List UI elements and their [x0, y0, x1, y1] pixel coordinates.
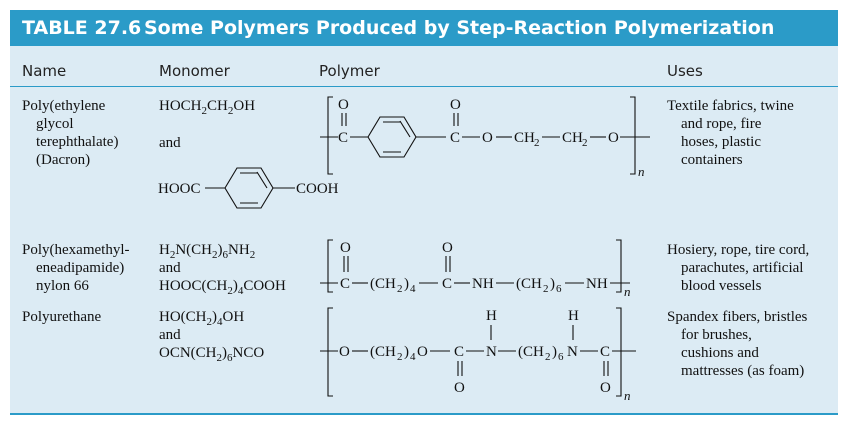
column-header-monomer: Monomer	[159, 62, 230, 80]
row-3-uses-line: for brushes,	[681, 327, 752, 343]
row-2-name: Poly(hexamethyl- eneadipamide) nylon 66	[22, 241, 129, 295]
row-3-monomer-and: and	[159, 327, 181, 343]
row-3-name-line: Polyurethane	[22, 309, 102, 325]
svg-text:): )	[552, 344, 557, 360]
monomer-cooh-label: COOH	[296, 181, 339, 197]
table-number: TABLE 27.6	[22, 17, 142, 39]
nylon-66-polymer-structure: O C (CH 2 ) 4 O C NH (CH 2 ) 6 NH n	[320, 239, 631, 299]
svg-text:CH: CH	[514, 130, 535, 146]
svg-text:CH: CH	[562, 130, 583, 146]
svg-text:O: O	[608, 130, 619, 146]
svg-text:O: O	[340, 240, 351, 256]
table-body	[10, 46, 838, 414]
row-1-uses-line: and rope, fire	[681, 116, 762, 132]
svg-text:O: O	[482, 130, 493, 146]
svg-text:NH: NH	[586, 276, 608, 292]
dacron-polymer-structure: O C O C O CH 2 CH 2 O n	[320, 96, 650, 179]
row-2-monomer-2: HOOC(CH2)4COOH	[159, 278, 286, 297]
column-header-polymer: Polymer	[319, 62, 380, 80]
svg-text:C: C	[338, 130, 348, 146]
svg-text:): )	[404, 344, 409, 360]
svg-text:2: 2	[545, 351, 551, 363]
svg-text:(CH: (CH	[370, 344, 396, 360]
svg-text:C: C	[600, 344, 610, 360]
svg-text:(CH: (CH	[370, 276, 396, 292]
svg-text:H: H	[486, 308, 497, 324]
header-rule	[10, 86, 838, 87]
svg-text:O: O	[338, 97, 349, 113]
row-2-monomer-and: and	[159, 260, 181, 276]
row-2-name-line: nylon 66	[36, 278, 89, 294]
svg-text:): )	[404, 276, 409, 292]
row-1-uses-line: hoses, plastic	[681, 134, 761, 150]
svg-text:6: 6	[556, 283, 562, 295]
row-3-name: Polyurethane	[22, 308, 101, 326]
row-1-name-line: glycol	[36, 116, 74, 132]
bottom-rule	[10, 413, 838, 415]
table-title: Some Polymers Produced by Step-Reaction …	[144, 17, 775, 39]
row-1-name-line: (Dacron)	[36, 152, 91, 168]
row-1-uses-line: Textile fabrics, twine	[667, 98, 794, 114]
svg-text:2: 2	[543, 283, 549, 295]
row-1-uses: Textile fabrics, twine and rope, fire ho…	[667, 97, 794, 169]
svg-text:H: H	[568, 308, 579, 324]
svg-text:N: N	[486, 344, 497, 360]
row-3-uses-line: cushions and	[681, 345, 759, 361]
svg-text:): )	[550, 276, 555, 292]
row-2-monomer-1: H2N(CH2)6NH2	[159, 242, 256, 261]
column-header-name: Name	[22, 62, 67, 80]
row-3-monomer-2: OCN(CH2)6NCO	[159, 345, 265, 364]
svg-text:O: O	[454, 380, 465, 396]
svg-text:N: N	[567, 344, 578, 360]
svg-text:O: O	[417, 344, 428, 360]
row-2-uses-line: parachutes, artificial	[681, 260, 804, 276]
svg-text:O: O	[450, 97, 461, 113]
benzene-ring-icon	[367, 116, 417, 158]
svg-text:O: O	[339, 344, 350, 360]
column-header-uses: Uses	[667, 62, 703, 80]
svg-text:2: 2	[582, 137, 588, 149]
row-1-monomer-and: and	[159, 135, 181, 151]
svg-text:2: 2	[397, 283, 403, 295]
svg-text:2: 2	[397, 351, 403, 363]
row-2-name-line: eneadipamide)	[36, 260, 125, 276]
row-2-uses: Hosiery, rope, tire cord, parachutes, ar…	[667, 241, 809, 295]
svg-text:2: 2	[534, 137, 540, 149]
svg-text:(CH: (CH	[516, 276, 542, 292]
row-1-name-line: terephthalate)	[36, 134, 119, 150]
svg-text:C: C	[442, 276, 452, 292]
terephthalic-acid-structure: HOOC COOH	[158, 167, 339, 209]
svg-text:4: 4	[410, 283, 416, 295]
table-title-bar: TABLE 27.6 Some Polymers Produced by Ste…	[10, 10, 838, 46]
svg-text:(CH: (CH	[518, 344, 544, 360]
row-1-name: Poly(ethylene glycol terephthalate) (Dac…	[22, 97, 118, 169]
row-2-uses-line: Hosiery, rope, tire cord,	[667, 242, 810, 258]
svg-text:C: C	[454, 344, 464, 360]
row-3-uses-line: Spandex fibers, bristles	[667, 309, 808, 325]
row-1-uses-line: containers	[681, 152, 743, 168]
svg-text:O: O	[600, 380, 611, 396]
svg-text:O: O	[442, 240, 453, 256]
row-3-monomer-1: HO(CH2)4OH	[159, 309, 245, 328]
row-2-name-line: Poly(hexamethyl-	[22, 242, 130, 258]
row-1-monomer-1: HOCH2CH2OH	[159, 98, 256, 117]
svg-text:C: C	[450, 130, 460, 146]
row-3-uses-line: mattresses (as foam)	[681, 363, 805, 379]
benzene-ring-icon	[224, 167, 274, 209]
svg-text:n: n	[624, 388, 631, 403]
monomer-hooc-label: HOOC	[158, 181, 201, 197]
svg-text:NH: NH	[472, 276, 494, 292]
svg-text:4: 4	[410, 351, 416, 363]
svg-text:n: n	[624, 284, 631, 299]
svg-text:C: C	[340, 276, 350, 292]
svg-text:n: n	[638, 164, 645, 179]
svg-text:6: 6	[558, 351, 564, 363]
polyurethane-polymer-structure: O (CH 2 ) 4 O C O H N (CH 2 ) 6 H N C O …	[320, 307, 636, 403]
row-3-uses: Spandex fibers, bristles for brushes, cu…	[667, 308, 807, 380]
row-1-name-line: Poly(ethylene	[22, 98, 106, 114]
row-2-uses-line: blood vessels	[681, 278, 762, 294]
